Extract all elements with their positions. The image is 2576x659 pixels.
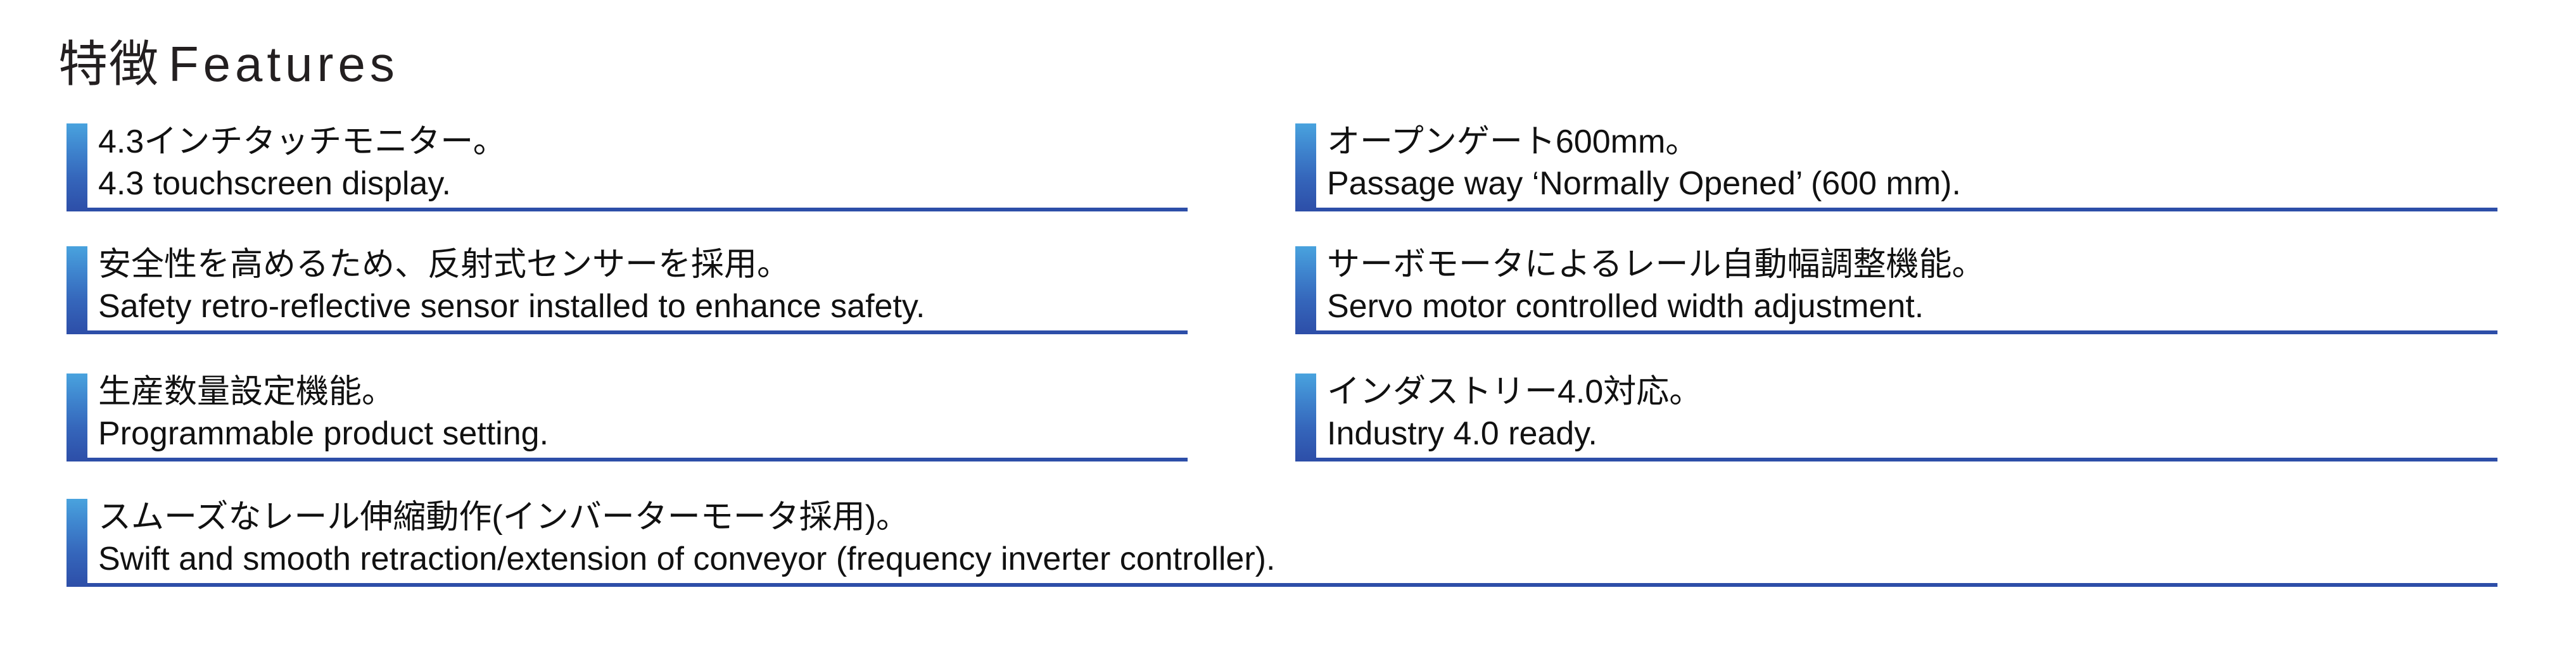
page-title-jp: 特徴 [58, 36, 160, 92]
feature-text: スムーズなレール伸縮動作(インバーターモータ採用)。 Swift and smo… [98, 496, 1275, 580]
feature-text: 4.3インチタッチモニター。 4.3 touchscreen display. [98, 121, 506, 204]
accent-bar-icon [67, 373, 87, 461]
feature-line-en: Programmable product setting. [98, 415, 549, 452]
feature-line-jp: 安全性を高めるため、反射式センサーを採用。 [98, 246, 790, 283]
feature-line-en: Servo motor controlled width adjustment. [1327, 288, 1924, 325]
feature-underline [1316, 330, 2497, 334]
feature-item-industry-40-ready: インダストリー4.0対応。 Industry 4.0 ready. [1295, 373, 2497, 461]
feature-text: 生産数量設定機能。 Programmable product setting. [98, 371, 549, 455]
feature-line-jp: 生産数量設定機能。 [98, 373, 395, 410]
feature-text: オープンゲート600mm。 Passage way ‘Normally Open… [1327, 121, 1961, 204]
feature-item-touchscreen-display: 4.3インチタッチモニター。 4.3 touchscreen display. [67, 123, 1188, 211]
feature-line-en: Industry 4.0 ready. [1327, 415, 1597, 452]
feature-line-jp: 4.3インチタッチモニター。 [98, 123, 506, 160]
feature-underline [87, 458, 1188, 461]
feature-line-jp: スムーズなレール伸縮動作(インバーターモータ採用)。 [98, 499, 910, 536]
feature-item-open-gate: オープンゲート600mm。 Passage way ‘Normally Open… [1295, 123, 2497, 211]
feature-underline [87, 583, 2497, 587]
feature-item-programmable-product-setting: 生産数量設定機能。 Programmable product setting. [67, 373, 1188, 461]
feature-line-en: 4.3 touchscreen display. [98, 165, 451, 202]
feature-underline [1316, 208, 2497, 211]
feature-line-jp: サーボモータによるレール自動幅調整機能。 [1327, 246, 1985, 283]
feature-underline [1316, 458, 2497, 461]
page-title-en: Features [168, 36, 399, 92]
accent-bar-icon [1295, 373, 1316, 461]
feature-underline [87, 330, 1188, 334]
feature-item-retro-reflective-sensor: 安全性を高めるため、反射式センサーを採用。 Safety retro-refle… [67, 246, 1188, 334]
feature-item-servo-width-adjustment: サーボモータによるレール自動幅調整機能。 Servo motor control… [1295, 246, 2497, 334]
feature-underline [87, 208, 1188, 211]
feature-line-en: Passage way ‘Normally Opened’ (600 mm). [1327, 165, 1961, 202]
feature-text: インダストリー4.0対応。 Industry 4.0 ready. [1327, 371, 1702, 455]
accent-bar-icon [67, 123, 87, 211]
feature-line-jp: オープンゲート600mm。 [1327, 123, 1699, 160]
accent-bar-icon [67, 499, 87, 587]
feature-text: 安全性を高めるため、反射式センサーを採用。 Safety retro-refle… [98, 244, 925, 327]
feature-item-conveyor-retraction-extension: スムーズなレール伸縮動作(インバーターモータ採用)。 Swift and smo… [67, 499, 2497, 587]
feature-line-jp: インダストリー4.0対応。 [1327, 373, 1703, 410]
accent-bar-icon [1295, 246, 1316, 334]
accent-bar-icon [1295, 123, 1316, 211]
feature-text: サーボモータによるレール自動幅調整機能。 Servo motor control… [1327, 244, 1984, 327]
feature-line-en: Safety retro-reflective sensor installed… [98, 288, 925, 325]
accent-bar-icon [67, 246, 87, 334]
feature-line-en: Swift and smooth retraction/extension of… [98, 541, 1276, 577]
